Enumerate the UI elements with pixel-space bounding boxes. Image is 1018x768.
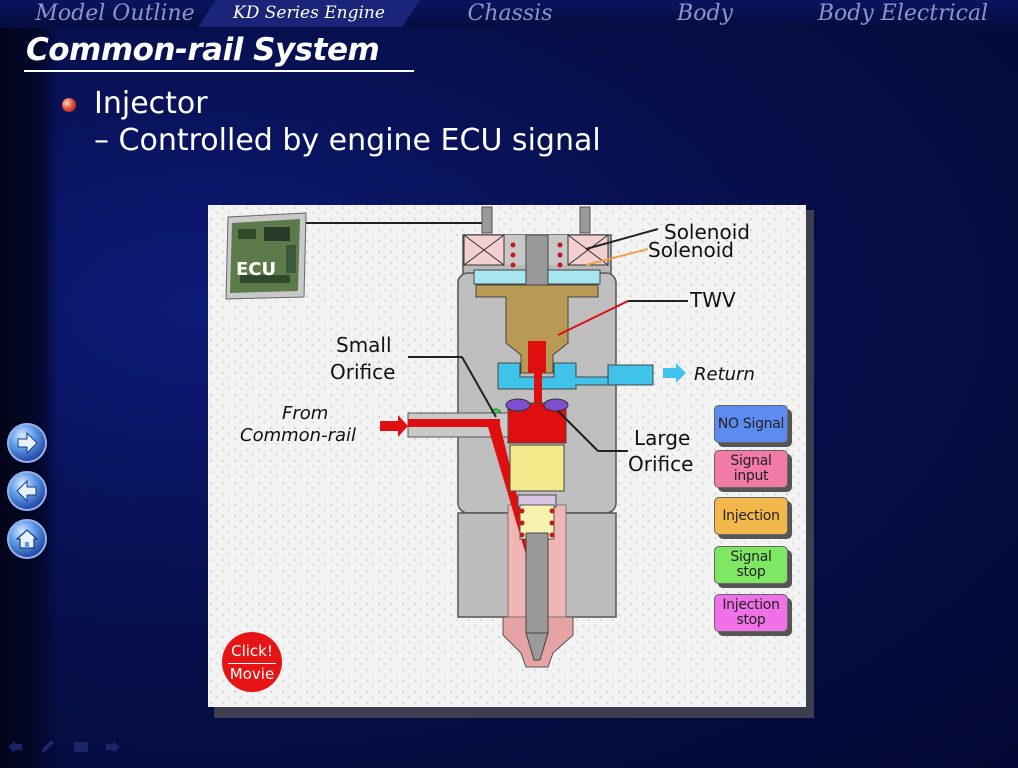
twv-label: TWV	[689, 288, 736, 312]
menu-icon[interactable]	[72, 738, 90, 756]
legend-injection-stop-label-1: Injection	[722, 597, 780, 613]
previous-button[interactable]	[7, 471, 47, 511]
legend-signal-stop-label-1: Signal	[730, 549, 772, 565]
injector-diagram: ECU	[208, 205, 806, 707]
bullet-text: Injector	[94, 86, 208, 121]
tab-model-outline[interactable]: Model Outline	[35, 1, 195, 26]
click-label: Click!	[231, 642, 273, 660]
small-orifice-label-2: Orifice	[330, 360, 395, 384]
ecu-label: ECU	[236, 259, 276, 280]
next-button[interactable]	[7, 423, 47, 463]
tab-body[interactable]: Body	[677, 1, 733, 26]
movie-label: Movie	[229, 665, 275, 683]
tab-kd-series-engine[interactable]: KD Series Engine	[198, 0, 420, 27]
return-label: Return	[694, 364, 755, 385]
legend-injection-label: Injection	[722, 507, 780, 524]
home-icon	[15, 529, 39, 549]
subbullet-text: – Controlled by engine ECU signal	[94, 123, 601, 158]
large-orifice-label-2: Orifice	[628, 452, 693, 476]
bullet-icon	[62, 98, 76, 112]
legend-signal-input-label-2: input	[733, 468, 769, 484]
legend-injection-button[interactable]: Injection	[714, 497, 788, 535]
home-button[interactable]	[7, 519, 47, 559]
tab-chassis[interactable]: Chassis	[467, 1, 553, 26]
previous-arrow-icon	[16, 479, 37, 503]
from-label-2: Common-rail	[240, 425, 356, 446]
pen-icon[interactable]	[38, 738, 56, 756]
click-movie-button[interactable]: Click! Movie	[222, 632, 282, 692]
from-label-1: From	[282, 403, 328, 424]
legend-no-signal-label: NO Signal	[717, 415, 785, 432]
slideshow-controls	[6, 738, 126, 758]
legend-signal-stop-label-2: stop	[736, 564, 766, 580]
small-orifice-label-1: Small	[336, 333, 392, 357]
title-underline	[24, 70, 414, 72]
left-strip	[0, 0, 58, 768]
top-navigation: Model Outline KD Series Engine Chassis B…	[0, 0, 1018, 28]
legend-signal-input-label-1: Signal	[730, 453, 772, 469]
large-orifice-label-1: Large	[634, 426, 690, 450]
legend-no-signal-button[interactable]: NO Signal	[714, 405, 788, 443]
legend-injection-stop-label-2: stop	[736, 612, 766, 628]
solenoid-label-1: Solenoid	[664, 220, 750, 244]
injector-drawing: ECU	[225, 206, 755, 668]
forward-icon[interactable]	[104, 738, 122, 756]
slide-title: Common-rail System	[26, 32, 380, 68]
click-movie-divider	[228, 663, 276, 664]
back-icon[interactable]	[6, 738, 24, 756]
solenoid-label-2: Solenoid	[648, 238, 734, 262]
tab-body-electrical[interactable]: Body Electrical	[817, 1, 989, 26]
next-arrow-icon	[17, 431, 38, 455]
ecu-module: ECU	[225, 212, 307, 300]
